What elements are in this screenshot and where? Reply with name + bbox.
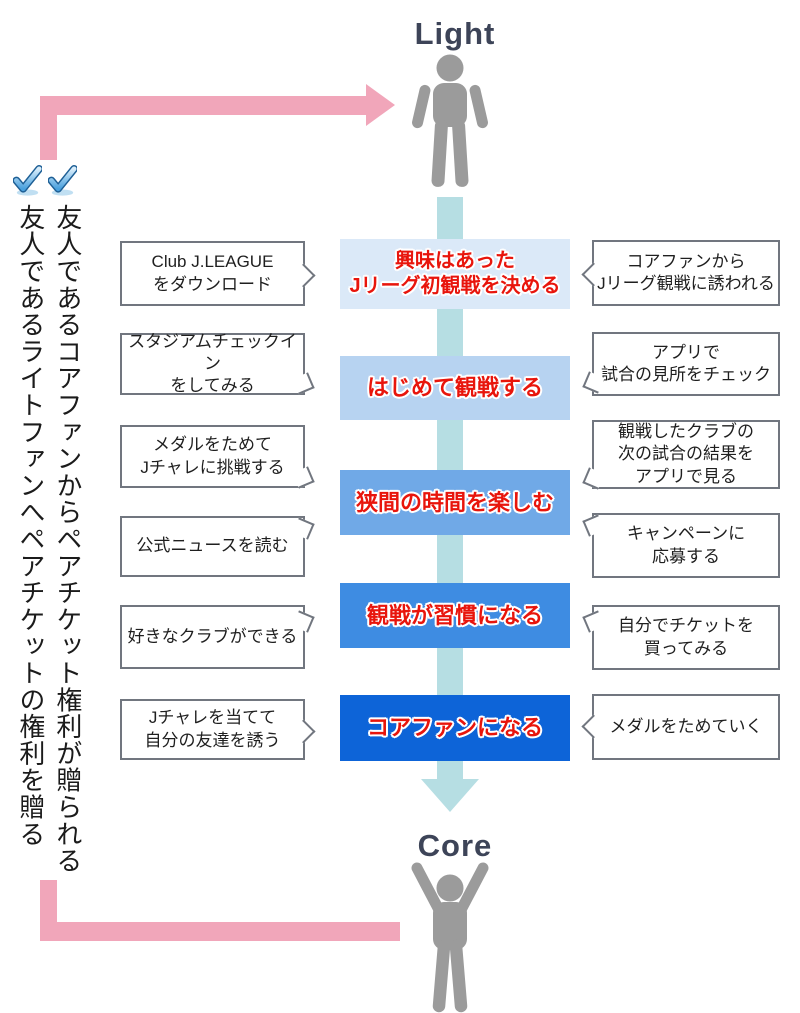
callout-pointer [582,514,605,537]
stage-box-habit: 観戦が習慣になる [340,583,570,648]
stage-box-enjoy-between-time: 狭間の時間を楽しむ [340,470,570,535]
callout-stadium-checkin: スタジアムチェックイン をしてみる [120,331,315,396]
callout-pointer [291,719,316,744]
callout-text: メダルをためて Jチャレに挑戦する [140,435,285,477]
gift-arrow-top-horizontal [40,96,366,115]
callout-see-next-results: 観戦したクラブの 次の試合の結果を アプリで見る [582,420,780,490]
light-label: Light [414,16,496,51]
callout-pointer [581,714,606,739]
check-icon [47,165,78,196]
gift-arrow-top-arrowhead-icon [366,84,395,126]
callout-pointer [582,467,605,490]
stage-box-first-spectate: はじめて観戦する [340,356,570,420]
callout-favorite-club: 好きなクラブができる [120,605,315,669]
callout-download-app: Club J.LEAGUE をダウンロード [120,241,316,306]
callout-collect-medals: メダルをためていく [581,694,780,760]
stage-box-decide-first-match: 興味はあった Jリーグ初観戦を決める [340,239,570,309]
check-icon [12,165,43,196]
callout-medal-jchallenge: メダルをためて Jチャレに挑戦する [120,425,315,489]
callout-pointer [292,517,315,540]
gift-note-receive: 友人であるコアファンからペアチケット権利が贈られる [52,204,83,874]
core-label: Core [417,828,493,863]
gift-arrow-bottom-horizontal [40,922,400,941]
callout-text: 自分でチケットを 買ってみる [618,616,754,658]
callout-text: アプリで 試合の見所をチェック [601,342,771,384]
callout-buy-own-ticket: 自分でチケットを 買ってみる [582,605,780,670]
callout-text: 公式ニュースを読む [136,536,289,556]
callout-text: Jチャレを当てて 自分の友達を誘う [144,708,281,750]
gift-note-give: 友人であるライトファンへペアチケットの権利を贈る [15,204,46,848]
callout-check-highlights: アプリで 試合の見所をチェック [582,332,780,396]
callout-read-official-news: 公式ニュースを読む [120,516,315,577]
callout-invite-friends: Jチャレを当てて 自分の友達を誘う [120,699,316,760]
journey-flow-arrowhead-icon [421,779,479,812]
callout-text: 観戦したクラブの 次の試合の結果を アプリで見る [618,422,754,486]
stage-box-become-core-fan: コアファンになる [340,695,570,761]
callout-text: コアファンから Jリーグ観戦に誘われる [597,251,775,293]
callout-text: 好きなクラブができる [127,626,298,646]
core-fan-person-icon [402,858,498,1013]
callout-invited-by-core-fan: コアファンから Jリーグ観戦に誘われる [581,240,780,306]
callout-enter-campaign: キャンペーンに 応募する [582,513,780,578]
callout-text: メダルをためていく [609,716,763,736]
callout-pointer [291,263,316,288]
callout-pointer [292,466,315,489]
gift-arrow-bottom-vertical [40,880,57,941]
callout-text: スタジアムチェックイン をしてみる [128,331,297,396]
light-fan-person-icon [403,54,497,193]
callout-pointer [582,610,605,633]
callout-text: キャンペーンに 応募する [626,524,746,566]
callout-text: Club J.LEAGUE をダウンロード [151,252,274,294]
